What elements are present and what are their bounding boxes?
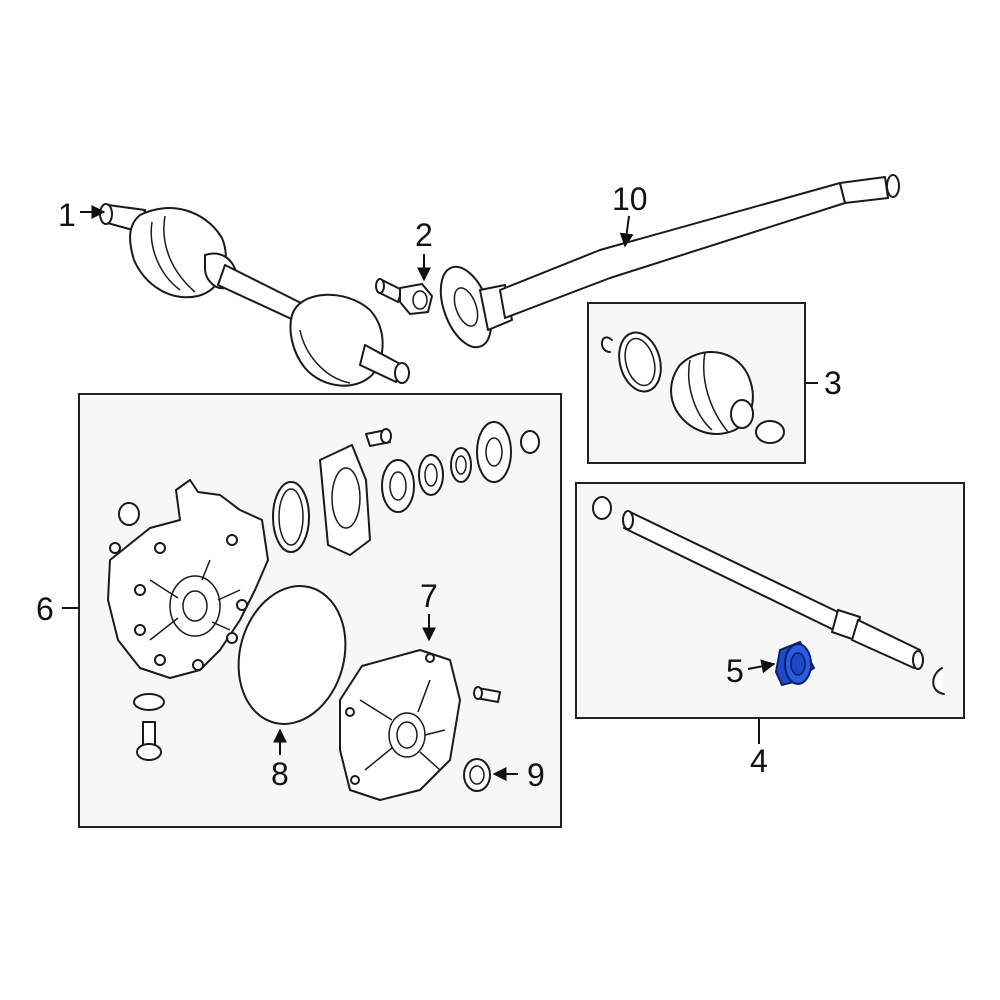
callout-10: 10 xyxy=(612,181,648,217)
boot-kit[interactable] xyxy=(601,328,785,444)
callout-2: 2 xyxy=(415,217,433,253)
callout-5: 5 xyxy=(726,653,744,689)
callout-9: 9 xyxy=(527,757,545,793)
intermediate-shaft[interactable] xyxy=(431,174,900,354)
axle-shaft-assembly[interactable] xyxy=(99,203,410,387)
callout-6: 6 xyxy=(36,591,54,627)
differential-housing[interactable] xyxy=(107,421,540,801)
inner-shaft-kit[interactable] xyxy=(592,496,945,695)
leader-10 xyxy=(619,215,634,248)
leader-5 xyxy=(747,659,776,674)
bearing-item-5[interactable] xyxy=(774,640,816,687)
bolt-item-2[interactable] xyxy=(375,278,433,315)
callout-7: 7 xyxy=(420,578,438,614)
callout-1: 1 xyxy=(58,197,76,233)
callout-4: 4 xyxy=(750,743,768,779)
callout-3: 3 xyxy=(824,365,842,401)
callout-8: 8 xyxy=(271,756,289,792)
